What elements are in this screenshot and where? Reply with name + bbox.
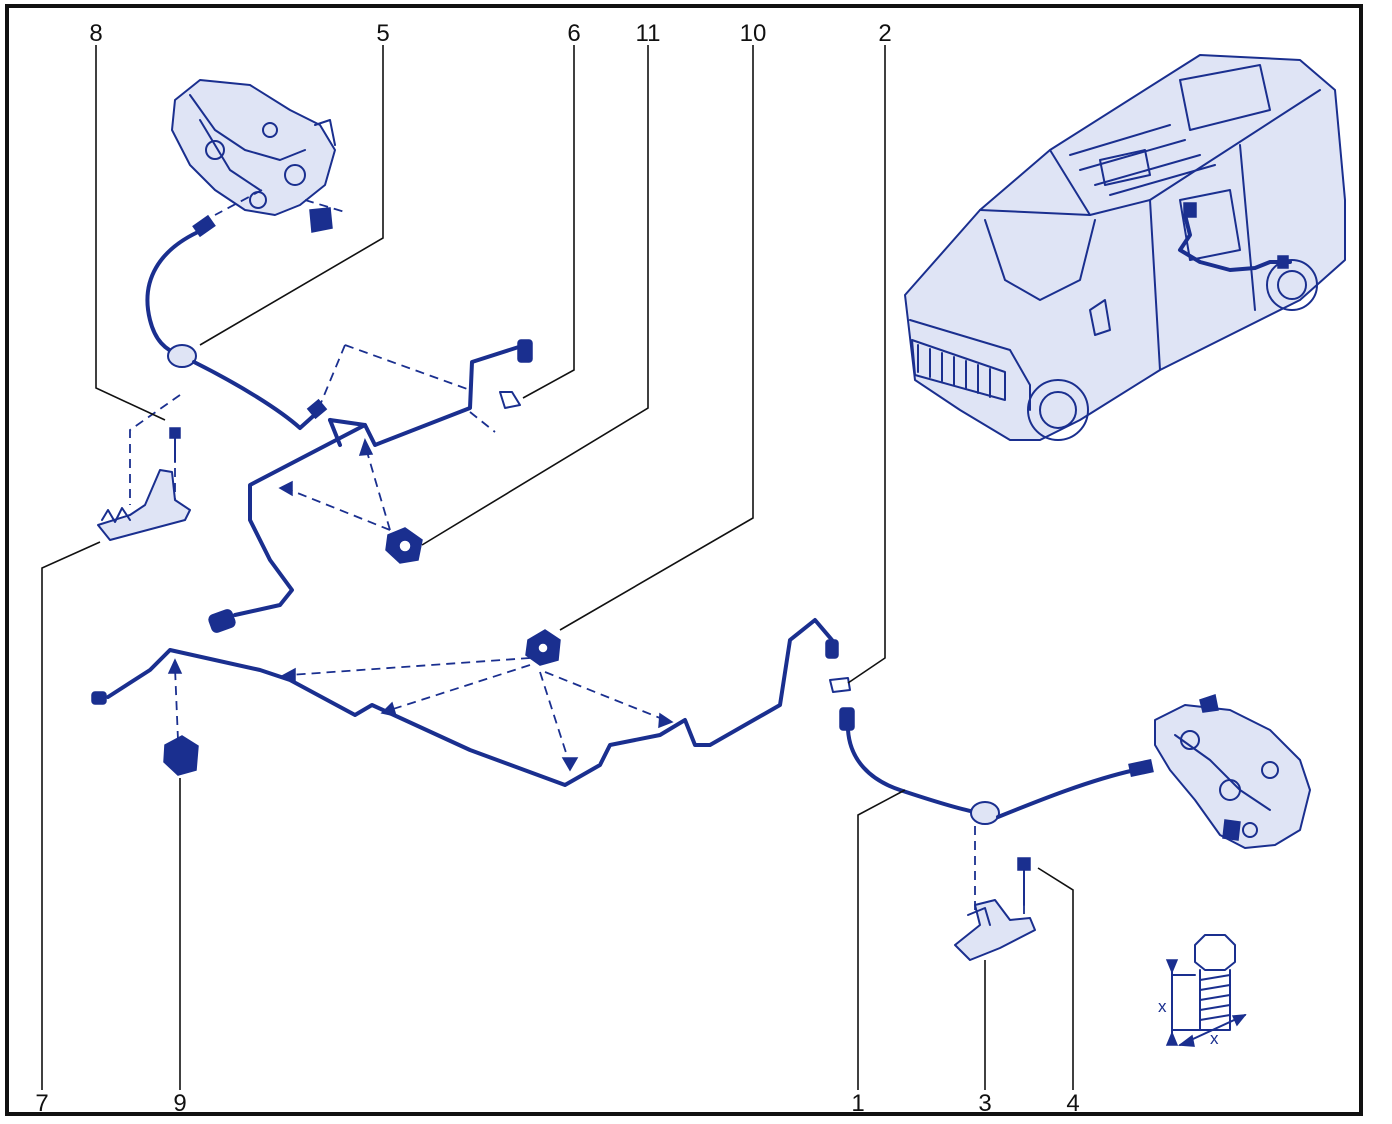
brake-hose-upper bbox=[145, 214, 328, 430]
callout-7: 7 bbox=[35, 1090, 49, 1117]
callout-3: 3 bbox=[978, 1090, 992, 1117]
pipe-clip-10 bbox=[280, 629, 674, 772]
bracket-upper bbox=[97, 394, 191, 541]
pipe-clip-11 bbox=[385, 527, 423, 564]
brake-caliper-upper bbox=[171, 79, 346, 233]
brake-caliper-lower bbox=[1154, 694, 1311, 849]
bolt-detail bbox=[1165, 934, 1247, 1047]
bolt-dimension-vertical-label: x bbox=[1158, 997, 1167, 1016]
callout-4: 4 bbox=[1066, 1090, 1080, 1117]
brake-hose-lower bbox=[846, 728, 1154, 825]
van-illustration bbox=[904, 54, 1346, 441]
pipe-clip-9 bbox=[163, 658, 199, 776]
leader-lines bbox=[41, 45, 1074, 1090]
callout-8: 8 bbox=[89, 20, 103, 47]
callout-10: 10 bbox=[739, 20, 767, 47]
callout-1: 1 bbox=[851, 1090, 865, 1117]
callout-9: 9 bbox=[173, 1090, 187, 1117]
brake-pipe-upper bbox=[208, 339, 533, 633]
brake-pipe-lower bbox=[91, 618, 855, 787]
callout-6: 6 bbox=[567, 20, 581, 47]
callout-5: 5 bbox=[376, 20, 390, 47]
callout-11: 11 bbox=[635, 20, 661, 47]
bracket-lower bbox=[954, 826, 1036, 961]
callout-2: 2 bbox=[878, 20, 892, 47]
bolt-dimension-horizontal-label: x bbox=[1210, 1029, 1219, 1048]
